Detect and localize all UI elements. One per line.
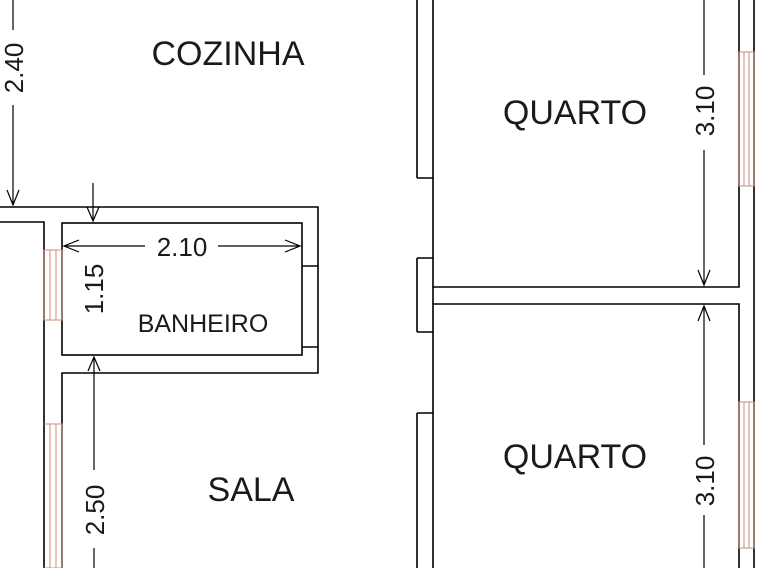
dim-line-kitchen	[6, 0, 20, 207]
room-label-bedroom-top: QUARTO	[503, 94, 647, 132]
dim-label-living-height: 2.50	[80, 485, 110, 536]
window-bedroom-top	[738, 51, 755, 187]
wall-central-inner	[432, 0, 740, 288]
wall-bathroom-door-jamb	[302, 265, 318, 348]
wall-corridor-inner	[0, 221, 45, 568]
room-label-bathroom: BANHEIRO	[138, 310, 269, 338]
room-label-kitchen: COZINHA	[152, 35, 305, 73]
windows	[43, 51, 755, 568]
room-label-bedroom-bottom: QUARTO	[503, 438, 647, 476]
dim-line-bedroom-bottom	[697, 304, 711, 568]
window-bedroom-bottom	[738, 401, 755, 549]
dim-label-kitchen-height: 2.40	[0, 43, 29, 94]
window-corridor-bottom	[44, 423, 63, 568]
dim-label-bathroom-height: 1.15	[79, 264, 109, 315]
dim-line-bedroom-top	[697, 0, 711, 287]
room-label-living: SALA	[208, 471, 295, 509]
dim-label-bedroom-top-height: 3.10	[690, 86, 720, 137]
dim-label-bathroom-width: 2.10	[157, 232, 208, 262]
wall-central-door-jambs	[417, 177, 433, 414]
dim-line-bathroom-height	[86, 183, 100, 223]
dim-line-bathroom-width	[62, 239, 302, 253]
dim-line-living	[87, 355, 101, 568]
dim-label-bedroom-bottom-height: 3.10	[690, 456, 720, 507]
window-corridor-top	[43, 249, 63, 321]
wall-bedroom-bottom	[432, 303, 740, 568]
dimension-lines	[6, 0, 711, 568]
